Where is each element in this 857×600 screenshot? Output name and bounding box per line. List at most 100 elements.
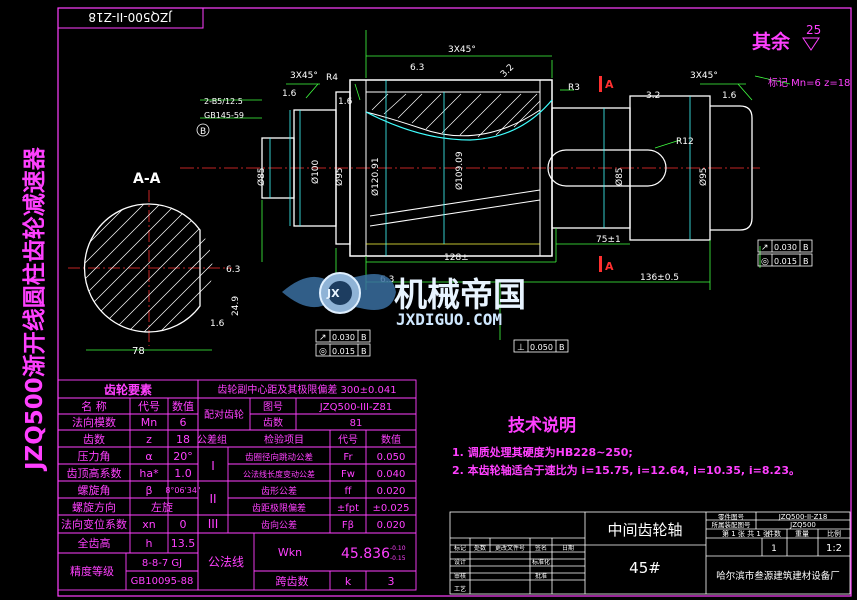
svg-text:B: B [361,347,367,356]
svg-text:↗: ↗ [319,333,327,343]
gt-r7-val: 0 [180,518,187,531]
dim-r12: R12 [676,137,694,147]
dim-r4: R4 [326,73,338,83]
logo-badge: JX [326,287,340,300]
mt-pair-r1-v: JZQ500-III-Z81 [319,402,392,413]
datum-b-label: B [200,127,206,137]
mt-r2-item: 公法线长度变动公差 [243,469,315,479]
dim-center-std: GB145-59 [204,111,244,120]
gt-r7-code: xn [142,518,156,531]
gt-r1-code: Mn [141,416,157,429]
gt-r5-name: 螺旋角 [78,483,111,497]
mt-h-item: 检验项目 [264,433,304,446]
section-mark-bottom: A [605,260,614,273]
svg-text:0.030: 0.030 [332,333,355,342]
side-title: JZQ500渐开线圆柱齿轮减速器 [21,146,48,472]
keyway [547,149,667,187]
mt-r2-code: Fw [341,469,355,480]
svg-text:0.030: 0.030 [774,243,797,252]
tb-part-name: 中间齿轮轴 [607,521,682,539]
gt-r7-name: 法向变位系数 [61,517,127,531]
mt-r4-code: ±fpt [337,503,359,514]
gt-r9-name: 精度等级 [70,564,114,578]
tb-role-process: 工艺 [454,585,466,593]
mt-r4-val: ±0.025 [372,503,409,514]
svg-text:0.015: 0.015 [332,347,355,356]
tb-assembly-no: JZQ500 [789,521,816,529]
dim-len-136: 136±0.5 [640,273,679,283]
gt-r4-code: ha* [139,467,159,480]
svg-text:⊥: ⊥ [517,343,525,353]
tb-role-std: 标准化 [532,558,550,566]
gt-h-val: 数值 [172,400,194,413]
tb-weight-label: 重量 [795,530,809,538]
mt-w-sym: Wkn [278,546,302,559]
tolerance-frames: ↗ 0.030 B ◎ 0.015 B ↗ 0.030 B ◎ 0.015 B [315,239,813,357]
mt-k-val: 3 [388,575,395,588]
right-shoulder [629,95,711,241]
mt-h-code: 代号 [338,434,358,446]
svg-text:B: B [559,343,565,352]
mt-r5-val: 0.020 [377,520,406,531]
dim-chamfer-right: 3X45° [690,71,718,81]
tb-rev-file: 更改文件号 [495,544,525,552]
svg-text:◎: ◎ [319,347,327,357]
right-end [710,105,753,231]
mt-k-sym: k [345,575,352,588]
mark-note: 标记 Mn=6 z=18 [768,77,850,89]
rough-32b: 3.2 [646,91,660,101]
section-aa: A-A 78 24.9 [68,171,241,357]
mt-r5-code: Fβ [342,520,354,531]
mt-group-1: I [211,459,215,473]
gear-table [57,379,199,591]
tb-scale: 1:2 [826,543,842,554]
rough-16b: 1.6 [338,97,353,107]
dim-chamfer-top: 3X45° [448,45,476,55]
mt-r2-val: 0.040 [377,469,406,480]
diameter-extension-lines [269,80,691,256]
mt-h-group: 公差组 [197,433,227,446]
tol-frame-2: ◎ 0.015 B [757,253,813,267]
tol-frame-3: ↗ 0.030 B [315,329,371,343]
gt-r3-name: 压力角 [78,450,111,463]
mt-w-tol-up: -0.10 [390,545,406,552]
helix-line-2 [369,199,541,227]
tech-line-2: 2. 本齿轮轴适合于速比为 i=15.75, i=12.64, i=10.35,… [452,463,800,477]
gt-r2-name: 齿数 [83,433,105,446]
broken-section-outline [365,91,541,137]
gt-r5-code: β [145,484,152,497]
tol-frame-5: ⊥ 0.050 B [513,339,569,353]
tol-frame-4: ◎ 0.015 B [315,343,371,357]
gt-r6-name: 螺旋方向 [72,500,116,514]
svg-text:B: B [803,257,809,266]
tb-material: 45# [629,559,661,577]
title-block [449,511,851,595]
mt-w-val: 45.836 [341,546,390,562]
dim-center-hole: 2-B5/12.5 [204,97,243,106]
svg-text:B: B [803,243,809,252]
dim-dia-left3: Ø95 [334,167,345,186]
gt-r1-name: 法向模数 [72,415,116,429]
dim-dia-body: Ø109.09 [454,151,465,190]
dim-r3: R3 [568,83,580,93]
gt-h-code: 代号 [138,400,160,413]
logo-title: 机械帝国 [394,275,526,314]
gt-r2-code: z [146,433,152,446]
section-break-curve [365,99,553,141]
logo-gear-hub [328,281,352,305]
gt-r9-code: 8-8-7 GJ [142,558,182,569]
mt-pair-r1-k: 图号 [263,401,283,413]
dim-chamfer-left: 3X45° [290,71,318,81]
sheet-frame [57,7,852,597]
gt-r4-name: 齿顶高系数 [67,466,122,480]
dim-len-128: 128± [444,253,469,263]
mt-center: 齿轮副中心距及其极限偏差 300±0.041 [217,383,396,396]
mt-group-3: III [208,517,219,531]
surface-symbol-icon [802,37,820,51]
mt-r1-item: 齿圈径向跳动公差 [245,452,313,463]
mt-w-label: 公法线 [208,555,244,569]
svg-text:◎: ◎ [761,257,769,267]
section-mark-top: A [605,78,614,91]
title-block-text: 中间齿轮轴 45# 零件图号 JZQ500-II-Z18 所属装配图号 JZQ5… [454,512,842,593]
